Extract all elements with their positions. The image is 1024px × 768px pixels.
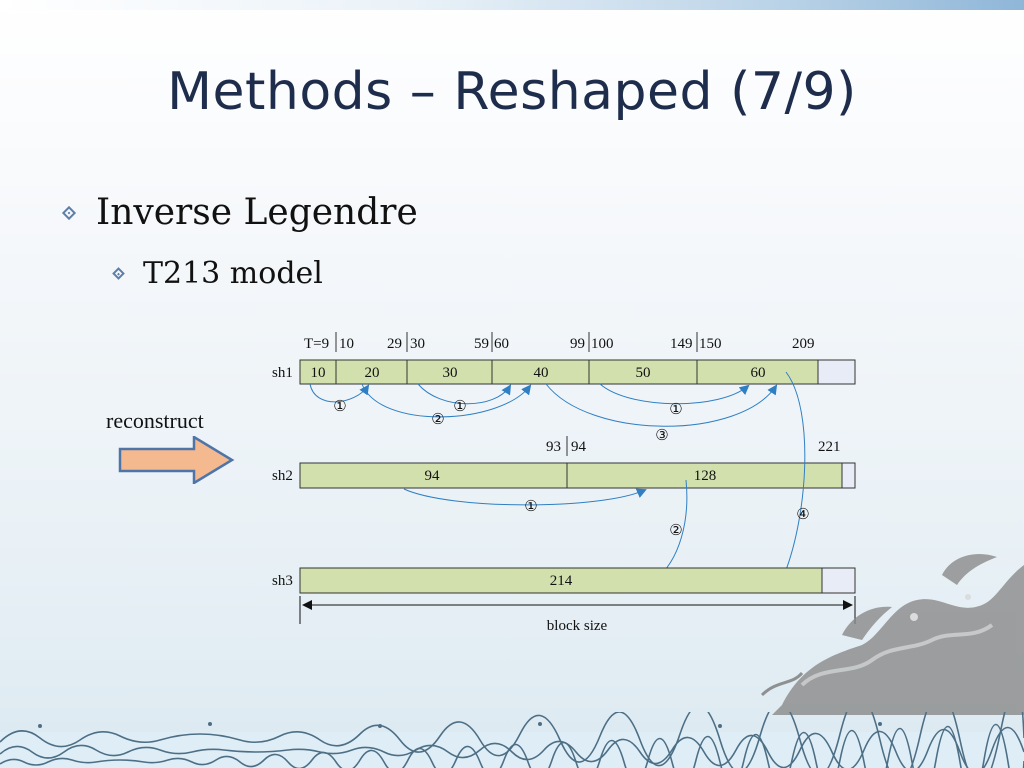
sh3-segment: 214 <box>550 573 573 589</box>
step-mark: ① <box>333 399 346 415</box>
sh1-top-label: 150 <box>699 336 722 352</box>
step-mark: ④ <box>796 507 809 523</box>
step-mark: ① <box>453 399 466 415</box>
dragon-decoration-icon <box>760 554 1024 715</box>
sh1-segment: 60 <box>751 365 766 381</box>
bullet-level2: T213 model <box>112 256 323 291</box>
bullet-level1: Inverse Legendre <box>61 192 418 233</box>
wave-border-decoration <box>0 712 1024 768</box>
sh1-segment: 40 <box>534 365 549 381</box>
step-mark: ② <box>669 523 682 539</box>
sh1-top-label: 149 <box>670 336 693 352</box>
sh2-top-label: 93 <box>546 439 561 455</box>
sh1-segment: 50 <box>636 365 651 381</box>
sh3-label: sh3 <box>272 573 293 589</box>
sh2-top-label: 221 <box>818 439 841 455</box>
sh1-bar <box>299 359 819 385</box>
sh2-label: sh2 <box>272 468 293 484</box>
sh1-segment: 20 <box>365 365 380 381</box>
step-mark: ② <box>431 412 444 428</box>
right-arrow-icon <box>118 436 235 484</box>
reorder-arrow <box>403 488 647 506</box>
sh1-top-label: 29 <box>387 336 402 352</box>
sh2-segment: 94 <box>425 468 441 484</box>
bullet-text: T213 model <box>143 256 323 291</box>
reorder-arrow <box>361 383 532 418</box>
reorder-arrow <box>309 383 370 403</box>
bullet-text: Inverse Legendre <box>96 192 418 233</box>
step-mark: ① <box>669 402 682 418</box>
sh1-top-label: T=9 <box>304 336 329 352</box>
reorder-arrow <box>780 371 806 582</box>
sh1-label: sh1 <box>272 365 293 381</box>
reorder-arrow <box>599 383 750 405</box>
slide-title: Methods – Reshaped (7/9) <box>167 62 857 122</box>
sh1-segment: 30 <box>443 365 458 381</box>
sh3-empty-slot <box>821 567 856 594</box>
sh2-segment: 128 <box>694 468 717 484</box>
sh2-empty-slot <box>841 462 856 489</box>
sh2-bar <box>299 462 843 489</box>
sh2-top-label: 94 <box>571 439 587 455</box>
sh1-top-label: 60 <box>494 336 509 352</box>
reorder-arrow <box>417 383 512 405</box>
sh1-segment: 10 <box>311 365 326 381</box>
reorder-arrow <box>545 383 778 427</box>
reconstruct-label: reconstruct <box>106 408 204 433</box>
sh1-top-label: 100 <box>591 336 614 352</box>
step-mark: ① <box>524 499 537 515</box>
sh1-top-label: 10 <box>339 336 354 352</box>
block-size-label: block size <box>547 618 608 634</box>
top-gradient-band <box>0 0 1024 10</box>
sh1-empty-slot <box>817 359 856 385</box>
step-mark: ③ <box>655 428 668 444</box>
sh1-top-label: 59 <box>474 336 489 352</box>
sh1-top-label: 209 <box>792 336 815 352</box>
sh1-top-label: 99 <box>570 336 585 352</box>
sh1-top-label: 30 <box>410 336 425 352</box>
